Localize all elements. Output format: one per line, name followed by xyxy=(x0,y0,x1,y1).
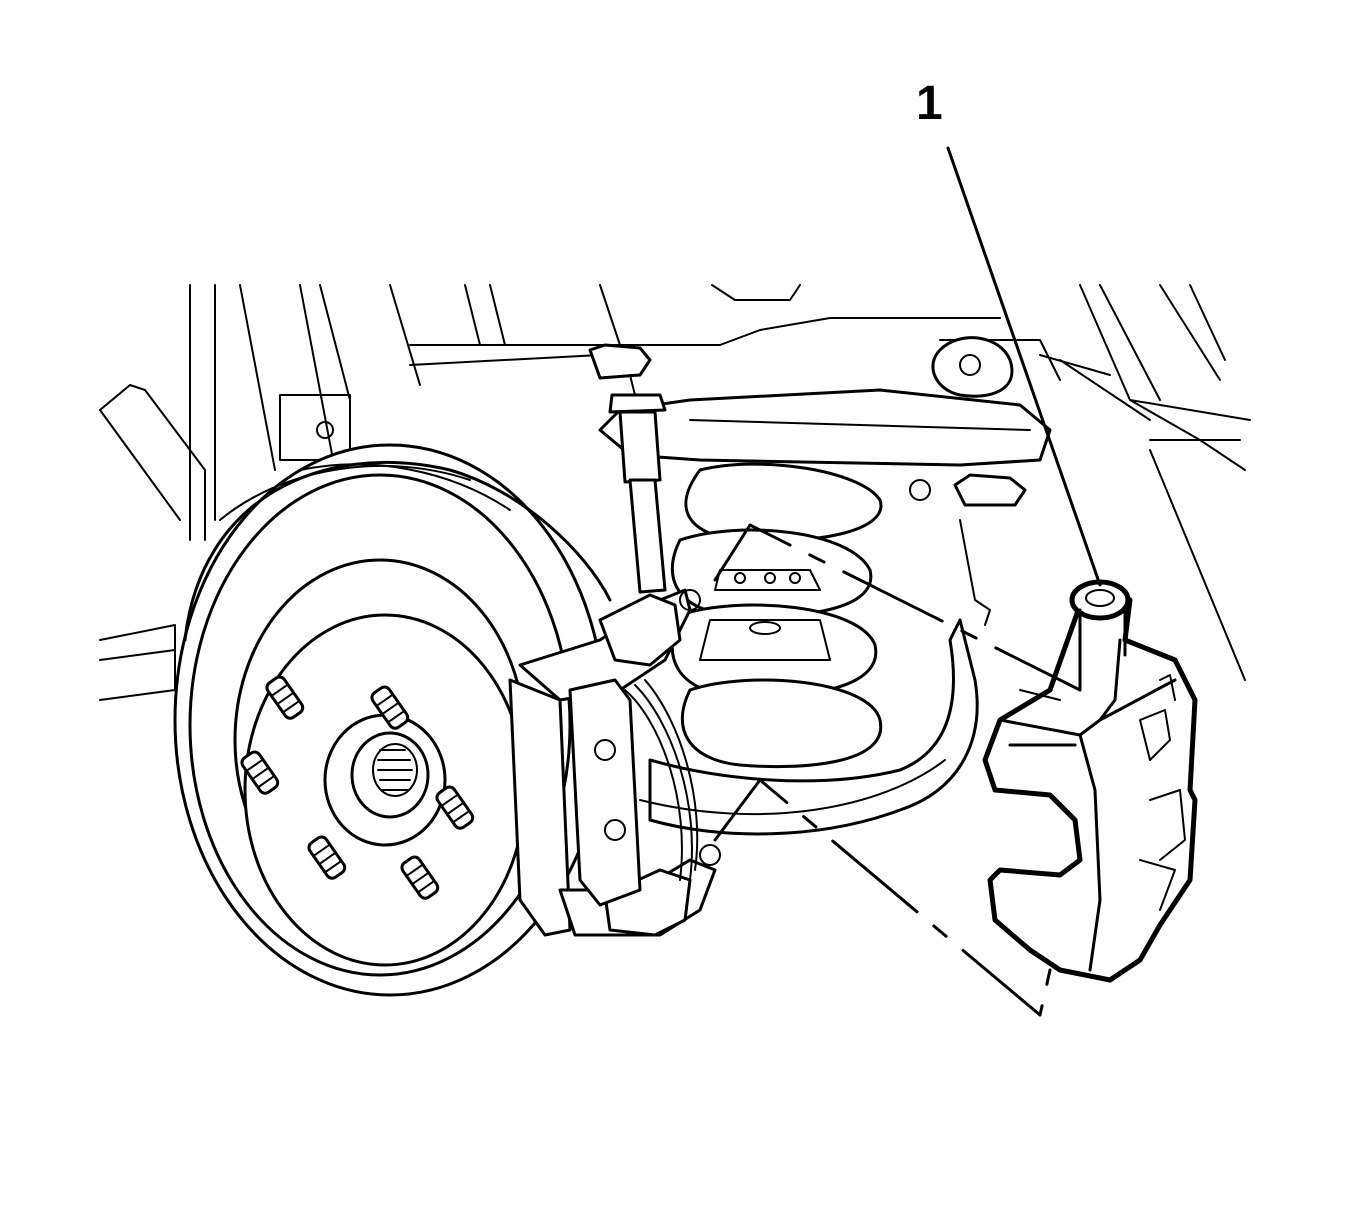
wheel-stud xyxy=(435,785,475,830)
upper-control-arm xyxy=(598,336,1052,507)
wheel-stud xyxy=(240,750,280,795)
wheel-stud xyxy=(307,835,347,880)
wheel-hub xyxy=(243,613,527,967)
stabilizer-link xyxy=(588,343,667,594)
brake-pads xyxy=(568,678,699,907)
coil-spring xyxy=(670,462,883,769)
wheel-stud xyxy=(370,685,410,730)
brake-caliper xyxy=(982,579,1198,983)
callout-label: 1 xyxy=(916,77,943,130)
alignment-lines xyxy=(713,523,1082,1017)
wheel-stud xyxy=(400,855,440,900)
lower-control-arm xyxy=(639,519,991,836)
wheel-studs xyxy=(240,675,475,900)
callout-leader-line xyxy=(946,146,1102,587)
wheel-stud xyxy=(265,675,305,720)
